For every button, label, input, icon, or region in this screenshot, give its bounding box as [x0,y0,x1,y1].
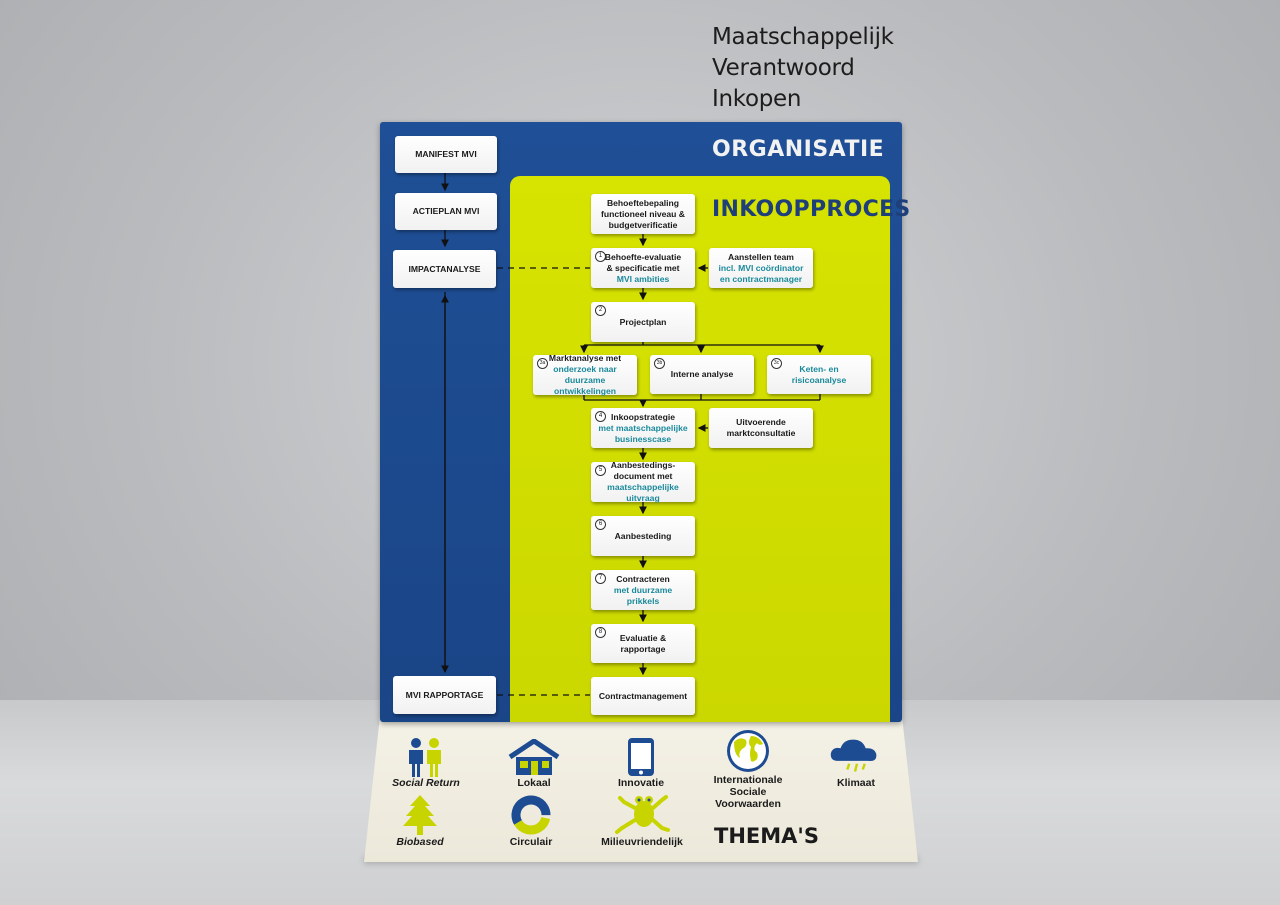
step-number: 3b [654,358,665,369]
inkoopproces-panel [510,176,890,722]
globe-icon [720,730,776,774]
theme-biobased: Biobased [385,794,455,848]
themas-title: THEMA'S [714,824,819,848]
step-8-box: 8 Evaluatie & rapportage [591,624,695,663]
house-icon [506,735,562,777]
people-icon [398,735,454,777]
box-line: Aanbesteding [614,530,672,541]
marktconsultatie-box: Uitvoerende marktconsultatie [709,408,813,448]
step-number: 3c [771,358,782,369]
box-line: document met [613,471,673,481]
theme-klimaat: Klimaat [822,735,890,789]
step-6-box: 6 Aanbesteding [591,516,695,556]
step-number: 4 [595,411,606,422]
theme-label: Circulair [509,836,553,848]
box-line: functioneel niveau & [600,208,686,219]
box-label: IMPACTANALYSE [408,263,481,274]
theme-social-return: Social Return [388,735,464,789]
actieplan-mvi-box: ACTIEPLAN MVI [395,193,497,230]
box-line: Marktanalyse met [548,353,622,363]
theme-label: Lokaal [517,777,551,789]
aanstellen-team-box: Aanstellen team incl. MVI coördinator en… [709,248,813,288]
tree-icon [392,794,448,836]
title-line: Inkopen [712,86,802,112]
cloud-icon [828,735,884,777]
theme-label-line: Sociale [729,786,767,798]
step-number: 2 [595,305,606,316]
theme-milieuvriendelijk: Milieuvriendelijk [596,794,688,848]
box-highlight: risicoanalyse [791,374,847,385]
box-line: Interne analyse [670,369,734,379]
theme-label: Biobased [396,836,444,848]
step-4-box: 4 Inkoopstrategie met maatschappelijke b… [591,408,695,448]
title-line: Verantwoord [712,55,855,81]
box-highlight: met maatschappelijke [598,422,688,433]
box-line: marktconsultatie [726,428,796,438]
box-highlight: prikkels [626,595,660,606]
step-2-box: 2 Projectplan [591,302,695,342]
box-line: Inkoopstrategie [611,411,675,422]
step-3a-box: 3a Marktanalyse met onderzoek naar duurz… [533,353,637,396]
box-label: ACTIEPLAN MVI [412,206,480,216]
box-highlight: maatschappelijke uitvraag [607,482,679,503]
step-number: 7 [595,573,606,584]
impactanalyse-box: IMPACTANALYSE [393,250,496,288]
theme-lokaal: Lokaal [500,735,568,789]
step-number: 3a [537,358,548,369]
box-line: Evaluatie & [619,632,667,643]
theme-label-line: Voorwaarden [715,798,781,810]
box-line: Behoeftebepaling [606,197,680,208]
box-line: Aanstellen team [728,251,794,262]
step-1-box: 1 Behoefte-evaluatie & specificatie met … [591,248,695,288]
theme-circulair: Circulair [496,794,566,848]
step-3b-box: 3b Interne analyse [650,355,754,394]
box-label: MANIFEST MVI [415,149,477,159]
theme-innovatie: Innovatie [606,735,676,789]
box-line: Aanbestedings- [610,460,676,470]
box-line: & specificatie met [606,262,680,273]
box-line: Contracteren [616,573,670,584]
box-line: Projectplan [619,316,667,327]
box-highlight: businesscase [614,433,672,444]
step-number: 6 [595,519,606,530]
behoeftebepaling-box: Behoeftebepaling functioneel niveau & bu… [591,194,695,234]
theme-label: Milieuvriendelijk [601,836,683,848]
theme-internationale-sociale-voorwaarden: Internationale Sociale Voorwaarden [700,730,796,810]
step-7-box: 7 Contracteren met duurzame prikkels [591,570,695,610]
box-label: MVI RAPPORTAGE [405,689,484,700]
tablet-icon [613,735,669,777]
theme-label: Innovatie [617,777,665,789]
theme-label: Klimaat [837,777,875,789]
box-highlight: Keten- en [799,363,839,374]
theme-label-line: Internationale [713,774,783,786]
box-highlight: incl. MVI coördinator [718,262,804,273]
step-5-box: 5 Aanbestedings- document met maatschapp… [591,460,695,503]
box-highlight: duurzame ontwikkelingen [553,375,617,396]
box-line: Behoefte-evaluatie [604,251,682,262]
frog-icon [614,794,670,836]
box-highlight: onderzoek naar [553,364,617,374]
box-highlight: en contractmanager [719,273,803,284]
box-line: Contractmanagement [598,690,688,701]
manifest-mvi-box: MANIFEST MVI [395,136,497,173]
contractmanagement-box: Contractmanagement [591,677,695,715]
box-line: Uitvoerende [736,417,786,427]
inkoopproces-title: INKOOPPROCES [712,197,911,222]
step-number: 5 [595,465,606,476]
box-line: rapportage [620,643,666,654]
organisatie-title: ORGANISATIE [712,137,885,162]
step-number: 8 [595,627,606,638]
box-highlight: met duurzame [613,584,673,595]
theme-label: Social Return [392,777,460,789]
page-title: Maatschappelijk Verantwoord Inkopen [712,22,1032,115]
box-line: budgetverificatie [608,219,678,230]
cycle-icon [503,794,559,836]
step-number: 1 [595,251,606,262]
title-line: Maatschappelijk [712,24,894,50]
mvi-rapportage-box: MVI RAPPORTAGE [393,676,496,714]
box-highlight: MVI ambities [616,273,670,284]
step-3c-box: 3c Keten- en risicoanalyse [767,355,871,394]
